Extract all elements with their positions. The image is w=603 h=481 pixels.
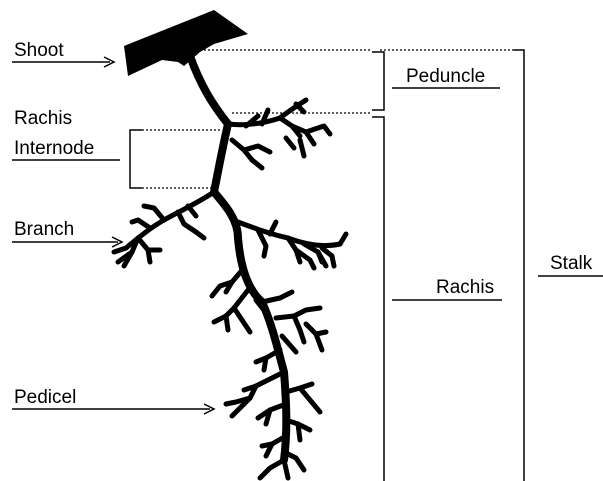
cluster-silhouette	[114, 10, 346, 478]
label-stalk: Stalk	[550, 253, 593, 274]
left-branch	[114, 192, 214, 266]
peduncle-bracket	[372, 52, 384, 110]
label-pedicel: Pedicel	[14, 387, 76, 408]
shoot-shape	[124, 10, 248, 76]
label-peduncle: Peduncle	[406, 66, 485, 87]
right-middle-branch	[238, 222, 346, 268]
label-rachis-internode-line1: Rachis	[14, 108, 72, 129]
label-rachis: Rachis	[436, 277, 494, 298]
internode-bracket	[130, 130, 142, 188]
rachis-bracket	[372, 117, 384, 481]
label-rachis-internode-line2: Internode	[14, 138, 94, 159]
bottom-cluster	[226, 372, 320, 478]
label-branch: Branch	[14, 219, 74, 240]
upper-right-branch	[228, 100, 330, 168]
label-shoot: Shoot	[14, 40, 64, 61]
stalk-bracket	[514, 50, 524, 481]
